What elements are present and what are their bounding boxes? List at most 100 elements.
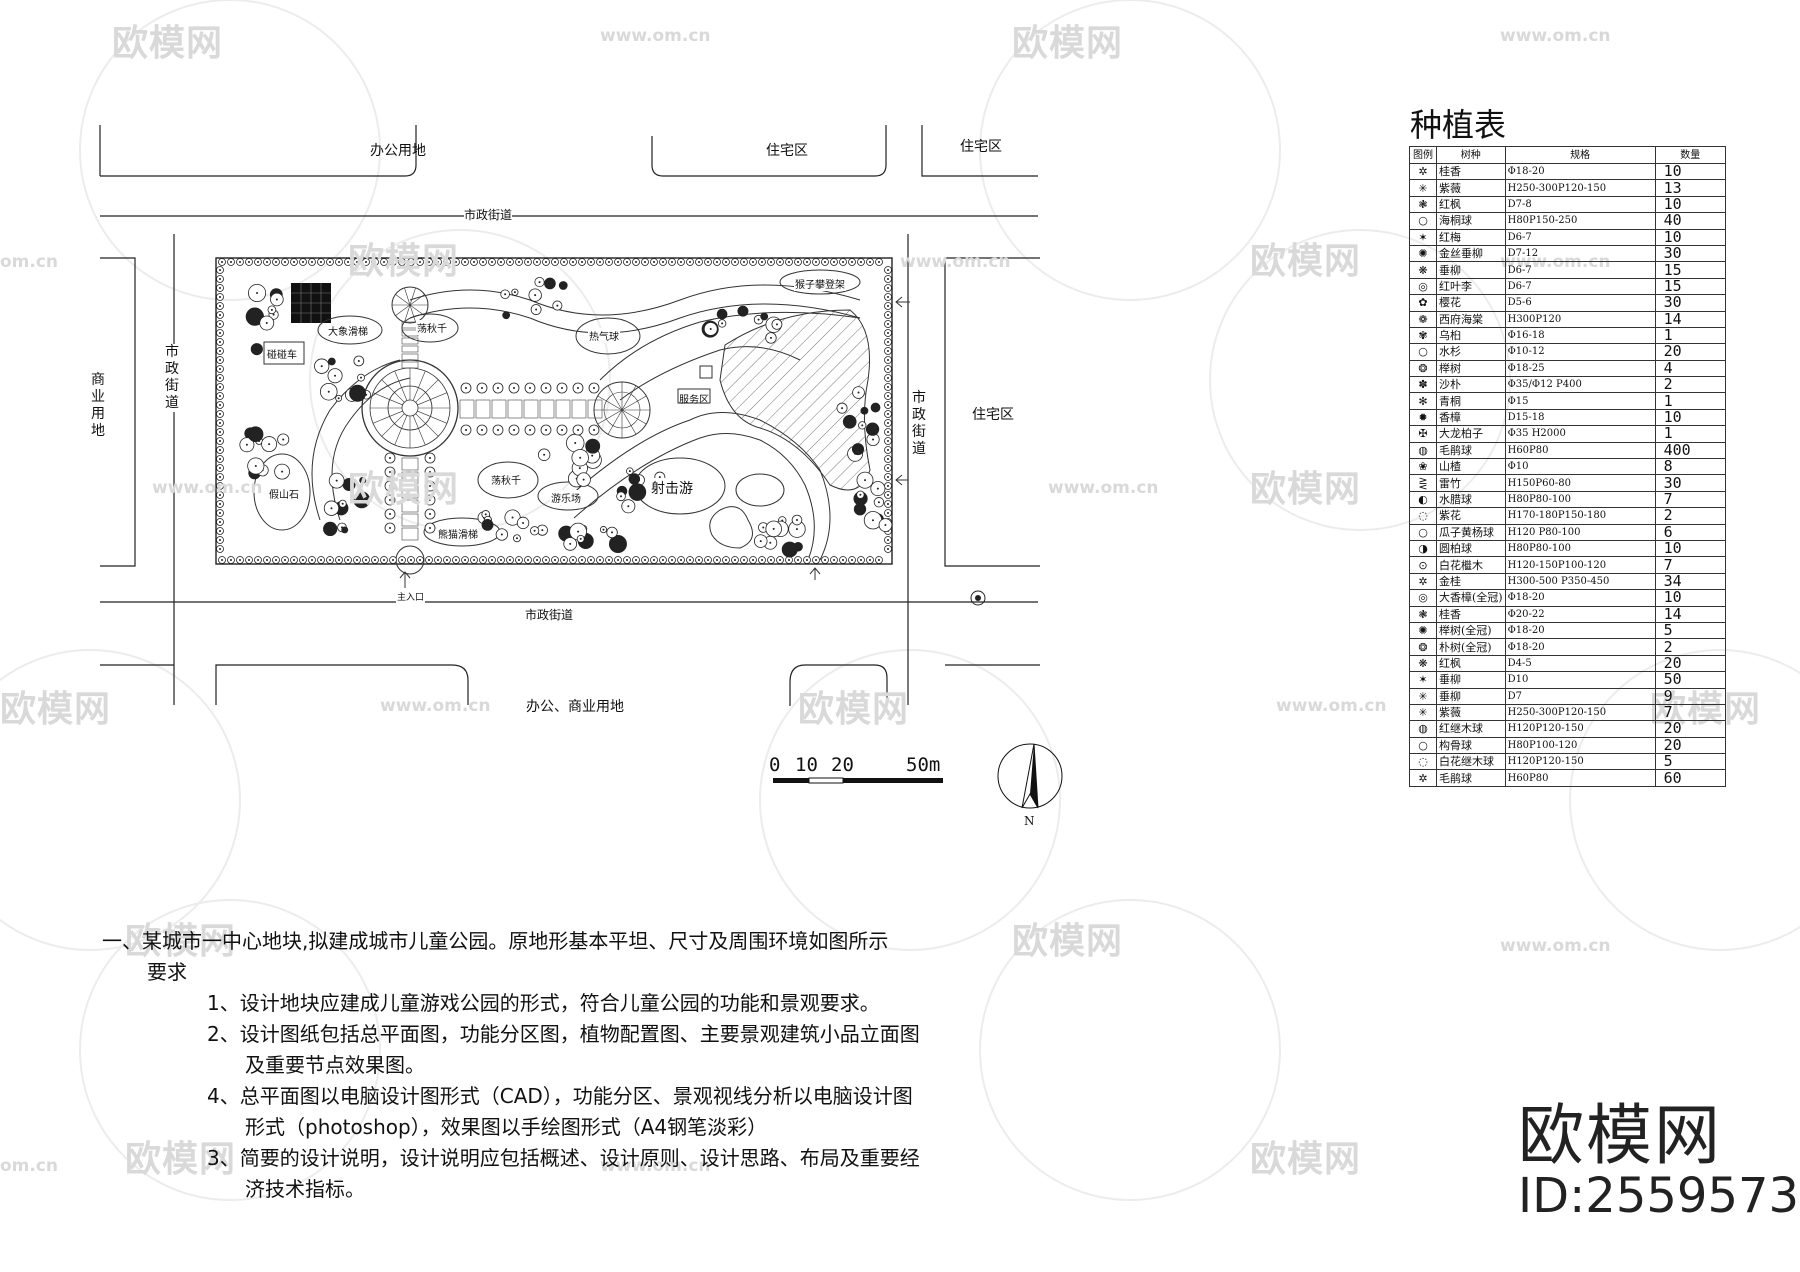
label-office-commercial: 办公、商业用地: [526, 699, 624, 715]
plant-spec: Φ18-20: [1504, 162, 1656, 181]
plant-qty: 2: [1654, 376, 1727, 394]
tree-symbol-icon: ❂: [1409, 638, 1437, 656]
plant-name: 瓜子黄杨球: [1436, 523, 1506, 541]
label-office-land: 办公用地: [370, 143, 426, 159]
req-item2-line1: 2、设计图纸包括总平面图，功能分区图，植物配置图、主要景观建筑小品立面图: [207, 1022, 920, 1046]
plant-name: 垂柳: [1436, 261, 1506, 279]
req-intro-line2: 要求: [147, 960, 187, 984]
watermark-circles: [0, 0, 1800, 1201]
plant-spec: H120P120-150: [1504, 753, 1656, 771]
plant-name: 白花继木球: [1436, 753, 1506, 771]
scale-twenty: 20: [831, 754, 854, 776]
plant-spec: D15-18: [1504, 408, 1656, 427]
plant-name: 垂柳: [1436, 671, 1506, 689]
plant-qty: 10: [1654, 589, 1727, 607]
plant-qty: 5: [1654, 753, 1727, 771]
plant-name: 桂香: [1436, 605, 1506, 623]
plant-spec: H120-150P100-120: [1504, 556, 1656, 574]
plant-qty: 7: [1654, 490, 1727, 509]
tree-symbol-icon: ❋: [1409, 654, 1437, 673]
plant-qty: 4: [1654, 359, 1727, 378]
label-street-left: 市政街道: [164, 344, 180, 412]
plant-spec: D5-6: [1504, 294, 1656, 312]
plant-name: 红梅: [1436, 228, 1506, 246]
req-intro-line1: 一、某城市一中心地块,拟建成城市儿童公园。原地形基本平坦、尺寸及周围环境如图所示: [102, 929, 889, 953]
req-item4-line1: 3、简要的设计说明，设计说明应包括概述、设计原则、设计思路、布局及重要经: [207, 1146, 920, 1170]
plant-name: 樱花: [1436, 294, 1506, 312]
scale-zero: 0: [769, 754, 781, 776]
tree-symbol-icon: ⋛: [1409, 474, 1437, 492]
plant-spec: H250-300P120-150: [1504, 703, 1656, 722]
plant-qty: 15: [1654, 261, 1727, 279]
plant-name: 雷竹: [1436, 474, 1506, 492]
label-residential-top-right: 住宅区: [960, 139, 1002, 155]
plant-qty: 40: [1654, 212, 1727, 230]
plant-spec: Φ18-20: [1504, 589, 1656, 607]
zone-shooting: 射击游: [650, 478, 694, 498]
plant-name: 垂柳: [1436, 687, 1506, 705]
shooting-area: [719, 309, 871, 491]
tree-symbol-icon: ✲: [1409, 572, 1437, 591]
plant-spec: D6-7: [1504, 228, 1656, 246]
plant-spec: D6-7: [1504, 261, 1656, 279]
plant-qty: 10: [1654, 408, 1727, 427]
plant-spec: H80P100-120: [1504, 736, 1656, 755]
req-item2-line2: 及重要节点效果图。: [245, 1053, 425, 1077]
tree-symbol-icon: ✳: [1409, 179, 1437, 197]
zone-ellipses: [253, 269, 861, 547]
plant-qty: 8: [1654, 458, 1727, 476]
tree-symbol-icon: ✳: [1409, 703, 1437, 722]
plant-qty: 15: [1654, 277, 1727, 296]
plant-spec: H80P80-100: [1504, 539, 1656, 558]
req-item4-line2: 济技术指标。: [245, 1177, 365, 1201]
plant-qty: 60: [1654, 769, 1727, 787]
plant-qty: 30: [1654, 294, 1727, 312]
label-street-right: 市政街道: [911, 390, 927, 458]
plant-name: 金丝垂柳: [1436, 244, 1506, 263]
zone-swing-1: 荡秋千: [416, 320, 448, 335]
label-commercial-left: 商业用地: [91, 372, 105, 439]
plant-qty: 14: [1654, 605, 1727, 623]
plant-qty: 1: [1654, 326, 1727, 345]
plant-name: 水杉: [1436, 343, 1506, 361]
plant-qty: 2: [1654, 638, 1727, 656]
zone-panda-slide: 熊猫滑梯: [437, 526, 479, 541]
tree-symbol-icon: ○: [1409, 523, 1437, 541]
plant-spec: Φ15: [1504, 392, 1656, 410]
plant-name: 圆柏球: [1436, 539, 1506, 558]
plant-name: 榉树(全冠): [1436, 621, 1506, 640]
plant-spec: D4-5: [1504, 654, 1656, 673]
header-name: 树种: [1436, 146, 1506, 164]
plant-spec: Φ18-25: [1504, 359, 1656, 378]
brand-id: ID:2559573: [1518, 1168, 1800, 1224]
plant-name: 紫薇: [1436, 703, 1506, 722]
tree-symbol-icon: ◌: [1409, 507, 1437, 525]
plant-name: 乌桕: [1436, 326, 1506, 345]
tree-symbol-icon: ○: [1409, 212, 1437, 230]
label-street-bottom: 市政街道: [525, 608, 574, 622]
plant-qty: 20: [1654, 736, 1727, 755]
plant-name: 毛鹃球: [1436, 769, 1506, 787]
plant-qty: 10: [1654, 539, 1727, 558]
plant-qty: 400: [1654, 441, 1727, 460]
